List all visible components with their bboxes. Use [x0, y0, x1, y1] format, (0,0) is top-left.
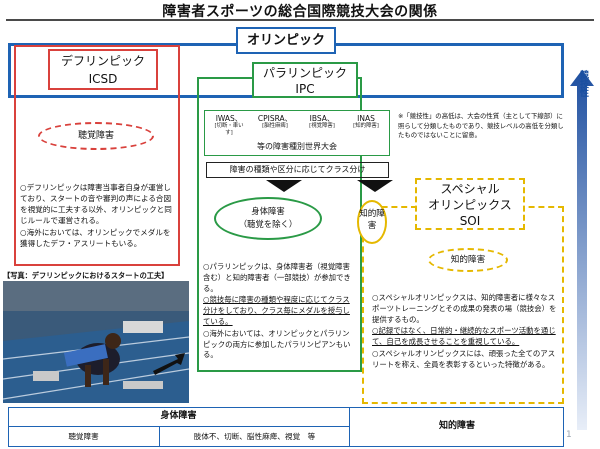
- special-olympics-disability: 知的障害: [428, 248, 508, 272]
- deaflympics-label: デフリンピック ICSD: [48, 49, 158, 90]
- intellectual-disability-ellipse: 知的障害: [357, 200, 387, 244]
- photo-caption: 【写真：デフリンピックにおけるスタートの工夫】: [3, 271, 169, 280]
- paralympics-note: ○海外においては、オリンピックとパラリンピックの両方に参加したパラリンピアンもい…: [203, 328, 351, 360]
- special-olympics-notes: ○スペシャルオリンピックスは、知的障害者に様々なスポーツトレーニングとその成果の…: [372, 293, 560, 372]
- disability-world-games-box: IWAS、[切断・車いす] CPISRA、[脳性麻痺] IBSA、[視覚障害] …: [204, 110, 390, 156]
- deaflympics-frame: [14, 45, 180, 266]
- special-olympics-abbr: SOI: [459, 214, 481, 228]
- org-cpisra: CPISRA、[脳性麻痺]: [257, 114, 293, 129]
- arrow-down-icon: [266, 180, 302, 192]
- olympic-label: オリンピック: [236, 27, 336, 54]
- org-inas: INAS[知的障害]: [353, 114, 379, 129]
- paralympics-label: パラリンピック IPC: [252, 62, 358, 98]
- deaflympics-notes: ○デフリンピックは障害当事者自身が運営しており、スタートの音や審判の声による合図…: [20, 182, 178, 250]
- paralympics-note: ○競技毎に障害の種類や程度に応じてクラス分けをしており、クラス毎にメダルを授与し…: [203, 295, 350, 326]
- deaflympics-disability: 聴覚障害: [38, 122, 154, 150]
- paralympics-abbr: IPC: [295, 82, 315, 96]
- start-photo: [3, 281, 189, 403]
- competitiveness-label: 競技性: [578, 70, 588, 97]
- classification-box: 障害の種類や区分に応じてクラス分け: [206, 162, 389, 178]
- table-intellectual-header: 知的障害: [438, 421, 475, 431]
- competitiveness-note: ※「競技性」の高低は、大会の性質（主として下線部）に照らして分類したものであり、…: [398, 112, 564, 139]
- deaflympics-note: ○海外においては、オリンピックでメダルを獲得したデフ・アスリートもいる。: [20, 228, 171, 248]
- paralympics-notes: ○パラリンピックは、身体障害者（視覚障害含む）と知的障害者（一部競技）が参加でき…: [203, 262, 353, 362]
- special-olympics-name-line2: オリンピックス: [428, 198, 512, 212]
- arrow-down-icon: [357, 180, 393, 192]
- special-olympics-note: ○スペシャルオリンピックスは、知的障害者に様々なスポーツトレーニングとその成果の…: [372, 293, 557, 324]
- physical-disability-ellipse: 身体障害 （聴覚を除く）: [214, 197, 322, 240]
- special-olympics-note: ○記録ではなく、日常的・継続的なスポーツ活動を通じて、自己を成長させることを重視…: [372, 326, 556, 347]
- table-other-physical-cell: 肢体不、切断、脳性麻痺、視覚 等: [160, 427, 350, 447]
- physical-disability-sub: （聴覚を除く）: [238, 219, 298, 229]
- special-olympics-label: スペシャル オリンピックス SOI: [415, 178, 525, 230]
- arrow-up-icon: [570, 70, 594, 430]
- deaflympics-name: デフリンピック: [60, 54, 145, 68]
- deaflympics-abbr: ICSD: [88, 72, 118, 86]
- disability-table: [8, 407, 564, 447]
- table-physical-header: 身体障害: [8, 407, 350, 427]
- deaflympics-note: ○デフリンピックは障害当事者自身が運営しており、スタートの音や審判の声による合図…: [20, 183, 172, 225]
- org-iwas: IWAS、[切断・車いす]: [214, 114, 244, 136]
- table-deaf-cell: 聴覚障害: [8, 427, 160, 447]
- paralympics-name: パラリンピック: [262, 66, 347, 80]
- physical-disability-label: 身体障害: [251, 206, 285, 216]
- page-number: 1: [566, 430, 572, 440]
- special-olympics-name-line1: スペシャル: [440, 182, 500, 196]
- org-ibsa: IBSA、[視覚障害]: [309, 114, 335, 129]
- special-olympics-note: ○スペシャルオリンピックスには、頑張った全てのアスリートを称え、全員を表彰すると…: [372, 348, 556, 369]
- world-games-caption: 等の障害種別世界大会: [257, 142, 337, 151]
- paralympics-note: ○パラリンピックは、身体障害者（視覚障害含む）と知的障害者（一部競技）が参加でき…: [203, 262, 351, 293]
- page-title: 障害者スポーツの総合国際競技大会の関係: [162, 4, 438, 20]
- title-rule: [6, 19, 594, 21]
